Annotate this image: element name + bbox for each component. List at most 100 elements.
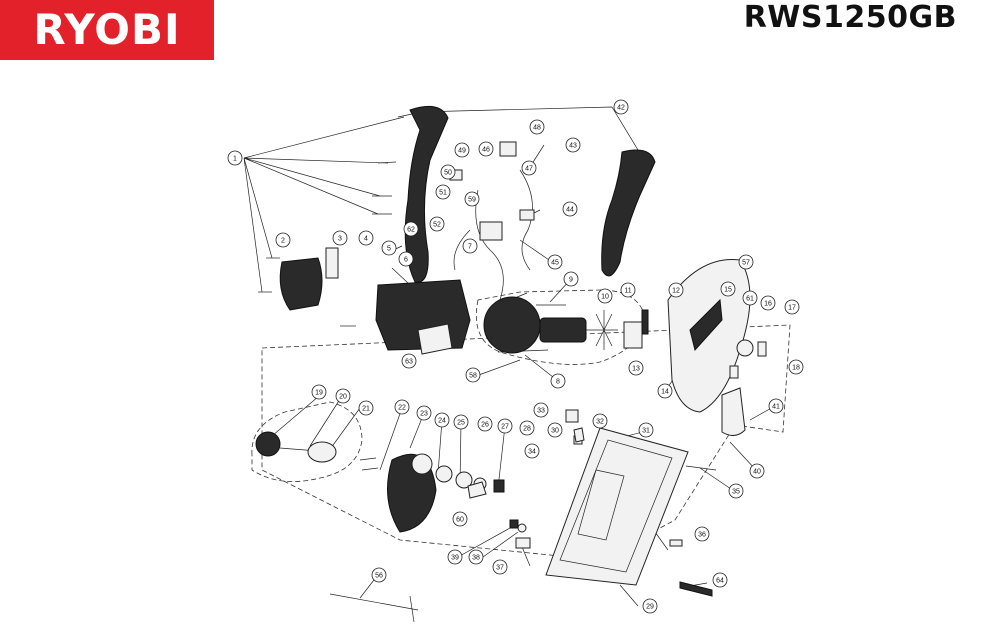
callout-50: 50 [440, 164, 456, 180]
callout-circle [668, 282, 684, 298]
callout-circle [592, 413, 608, 429]
callout-circle [547, 254, 563, 270]
callout-number: 39 [451, 555, 459, 562]
callout-circle [492, 559, 508, 575]
callout-circle [371, 567, 387, 583]
callout-number: 57 [742, 260, 750, 267]
callout-number: 27 [501, 424, 509, 431]
rear-cover [279, 257, 323, 311]
callout-circle [720, 281, 736, 297]
callout-circle [453, 414, 469, 430]
nut-39 [509, 519, 519, 529]
callout-circle [358, 230, 374, 246]
knob [757, 341, 767, 357]
fan [595, 310, 613, 350]
callout-circle [694, 526, 710, 542]
callout-number: 58 [469, 373, 477, 380]
callout-number: 12 [672, 288, 680, 295]
cord-clamp [519, 209, 535, 221]
callout-circle [403, 221, 419, 237]
callout-number: 51 [439, 190, 447, 197]
callout-25: 25 [453, 414, 469, 430]
spindle-flange [307, 441, 337, 463]
callout-number: 20 [339, 394, 347, 401]
callout-16: 16 [760, 295, 776, 311]
part-30 [573, 427, 585, 443]
rip-fence-56 [329, 593, 419, 611]
callout-3: 3 [332, 230, 348, 246]
callout-number: 24 [438, 418, 446, 425]
callout-57: 57 [738, 254, 754, 270]
callout-circle [524, 443, 540, 459]
screw-36 [669, 539, 683, 547]
callout-51: 51 [435, 184, 451, 200]
pin [729, 365, 739, 379]
callout-58: 58 [465, 367, 481, 383]
callout-number: 36 [698, 532, 706, 539]
gear-housing-rib [689, 298, 723, 352]
callout-6: 6 [398, 251, 414, 267]
callout-number: 1 [233, 156, 237, 163]
callout-number: 40 [753, 469, 761, 476]
callout-1: 1 [227, 150, 243, 166]
callout-number: 37 [496, 565, 504, 572]
callout-number: 22 [398, 405, 406, 412]
callout-number: 64 [716, 578, 724, 585]
callout-number: 44 [566, 207, 574, 214]
callout-56: 56 [371, 567, 387, 583]
callout-circle [401, 353, 417, 369]
callout-circle [784, 299, 800, 315]
callout-number: 17 [788, 305, 796, 312]
callout-circle [435, 184, 451, 200]
callout-number: 41 [772, 404, 780, 411]
callout-circle [447, 549, 463, 565]
callout-5: 5 [381, 240, 397, 256]
callout-number: 5 [387, 246, 391, 253]
callout-circle [768, 398, 784, 414]
callout-number: 9 [569, 277, 573, 284]
callout-circle [638, 422, 654, 438]
callout-39: 39 [447, 549, 463, 565]
callout-circle [477, 416, 493, 432]
callout-29: 29 [642, 598, 658, 614]
logo-text: RYOBI [33, 5, 181, 54]
callout-59: 59 [464, 191, 480, 207]
callout-number: 38 [472, 555, 480, 562]
callout-number: 48 [533, 125, 541, 132]
callout-17: 17 [784, 299, 800, 315]
callout-47: 47 [521, 160, 537, 176]
blade-assembly-outline [261, 324, 791, 561]
callout-35: 35 [728, 483, 744, 499]
callout-number: 61 [746, 296, 754, 303]
callout-number: 35 [732, 489, 740, 496]
callout-46: 46 [478, 141, 494, 157]
washer-24 [411, 453, 433, 475]
callout-number: 28 [523, 426, 531, 433]
callout-circle [749, 463, 765, 479]
callout-36: 36 [694, 526, 710, 542]
callout-circle [394, 399, 410, 415]
callout-27: 27 [497, 418, 513, 434]
callout-37: 37 [492, 559, 508, 575]
callout-number: 46 [482, 147, 490, 154]
callout-number: 4 [364, 236, 368, 243]
bearing [736, 339, 754, 357]
callout-9: 9 [563, 271, 579, 287]
model-number: RWS1250GB [743, 0, 957, 35]
wiring [453, 169, 533, 301]
callout-26: 26 [477, 416, 493, 432]
callout-number: 56 [375, 573, 383, 580]
callout-circle [335, 388, 351, 404]
auxiliary-handle [721, 387, 746, 436]
callout-circle [628, 360, 644, 376]
callout-number: 15 [724, 287, 732, 294]
callout-24: 24 [434, 412, 450, 428]
nut-38 [517, 523, 527, 533]
bolt-28 [493, 479, 505, 493]
base-plate [545, 427, 689, 586]
callout-circle [642, 598, 658, 614]
ryobi-logo: RYOBI [0, 0, 214, 60]
callout-circle [462, 238, 478, 254]
spring [641, 309, 649, 335]
